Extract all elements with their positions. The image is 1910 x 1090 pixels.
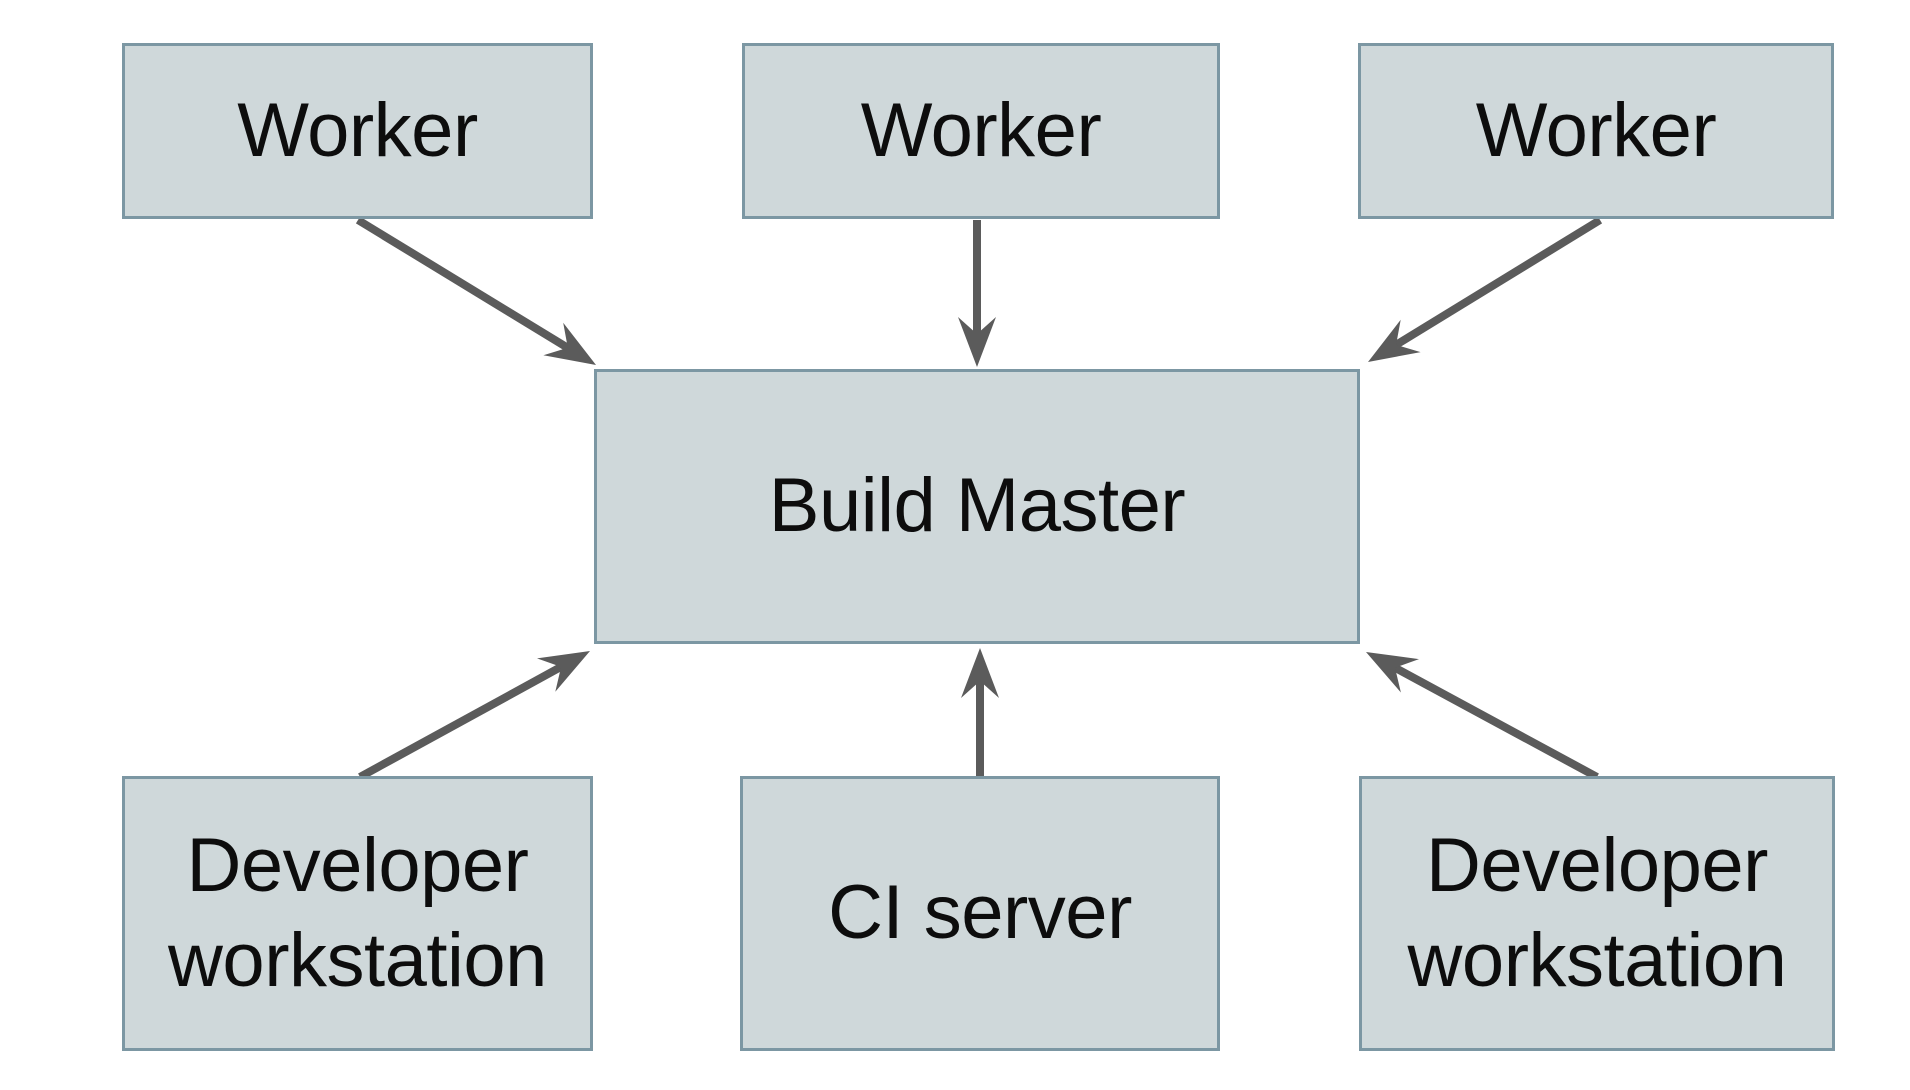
arrowhead-icon (543, 322, 596, 365)
diagram-node-developer-workstation-1: Developer workstation (122, 776, 593, 1051)
arrowhead-icon (537, 651, 590, 692)
arrowhead-icon (1366, 652, 1419, 693)
node-label: Developer workstation (1407, 823, 1787, 1003)
node-label: CI server (828, 870, 1132, 956)
edge-worker-3-to-build-master (1393, 216, 1603, 349)
node-label: Developer workstation (168, 823, 547, 1003)
edge-developer-workstation-2-to-build-master (1392, 663, 1599, 781)
edge-worker-1-to-build-master (355, 216, 571, 352)
diagram-node-worker-3: Worker (1358, 43, 1834, 219)
node-label: Worker (237, 87, 478, 173)
node-label: Build Master (768, 463, 1186, 549)
diagram-node-worker-2: Worker (742, 43, 1220, 219)
node-label: Worker (860, 87, 1102, 173)
diagram-node-worker-1: Worker (122, 43, 593, 219)
arrowhead-icon (958, 317, 996, 367)
arrowhead-icon (961, 648, 999, 698)
arrowhead-icon (1368, 319, 1421, 362)
diagram-node-developer-workstation-2: Developer workstation (1359, 776, 1835, 1051)
diagram-node-ci-server: CI server (740, 776, 1220, 1051)
node-label: Worker (1475, 87, 1717, 173)
diagram-node-build-master: Build Master (594, 369, 1360, 644)
edge-developer-workstation-1-to-build-master (358, 662, 564, 781)
